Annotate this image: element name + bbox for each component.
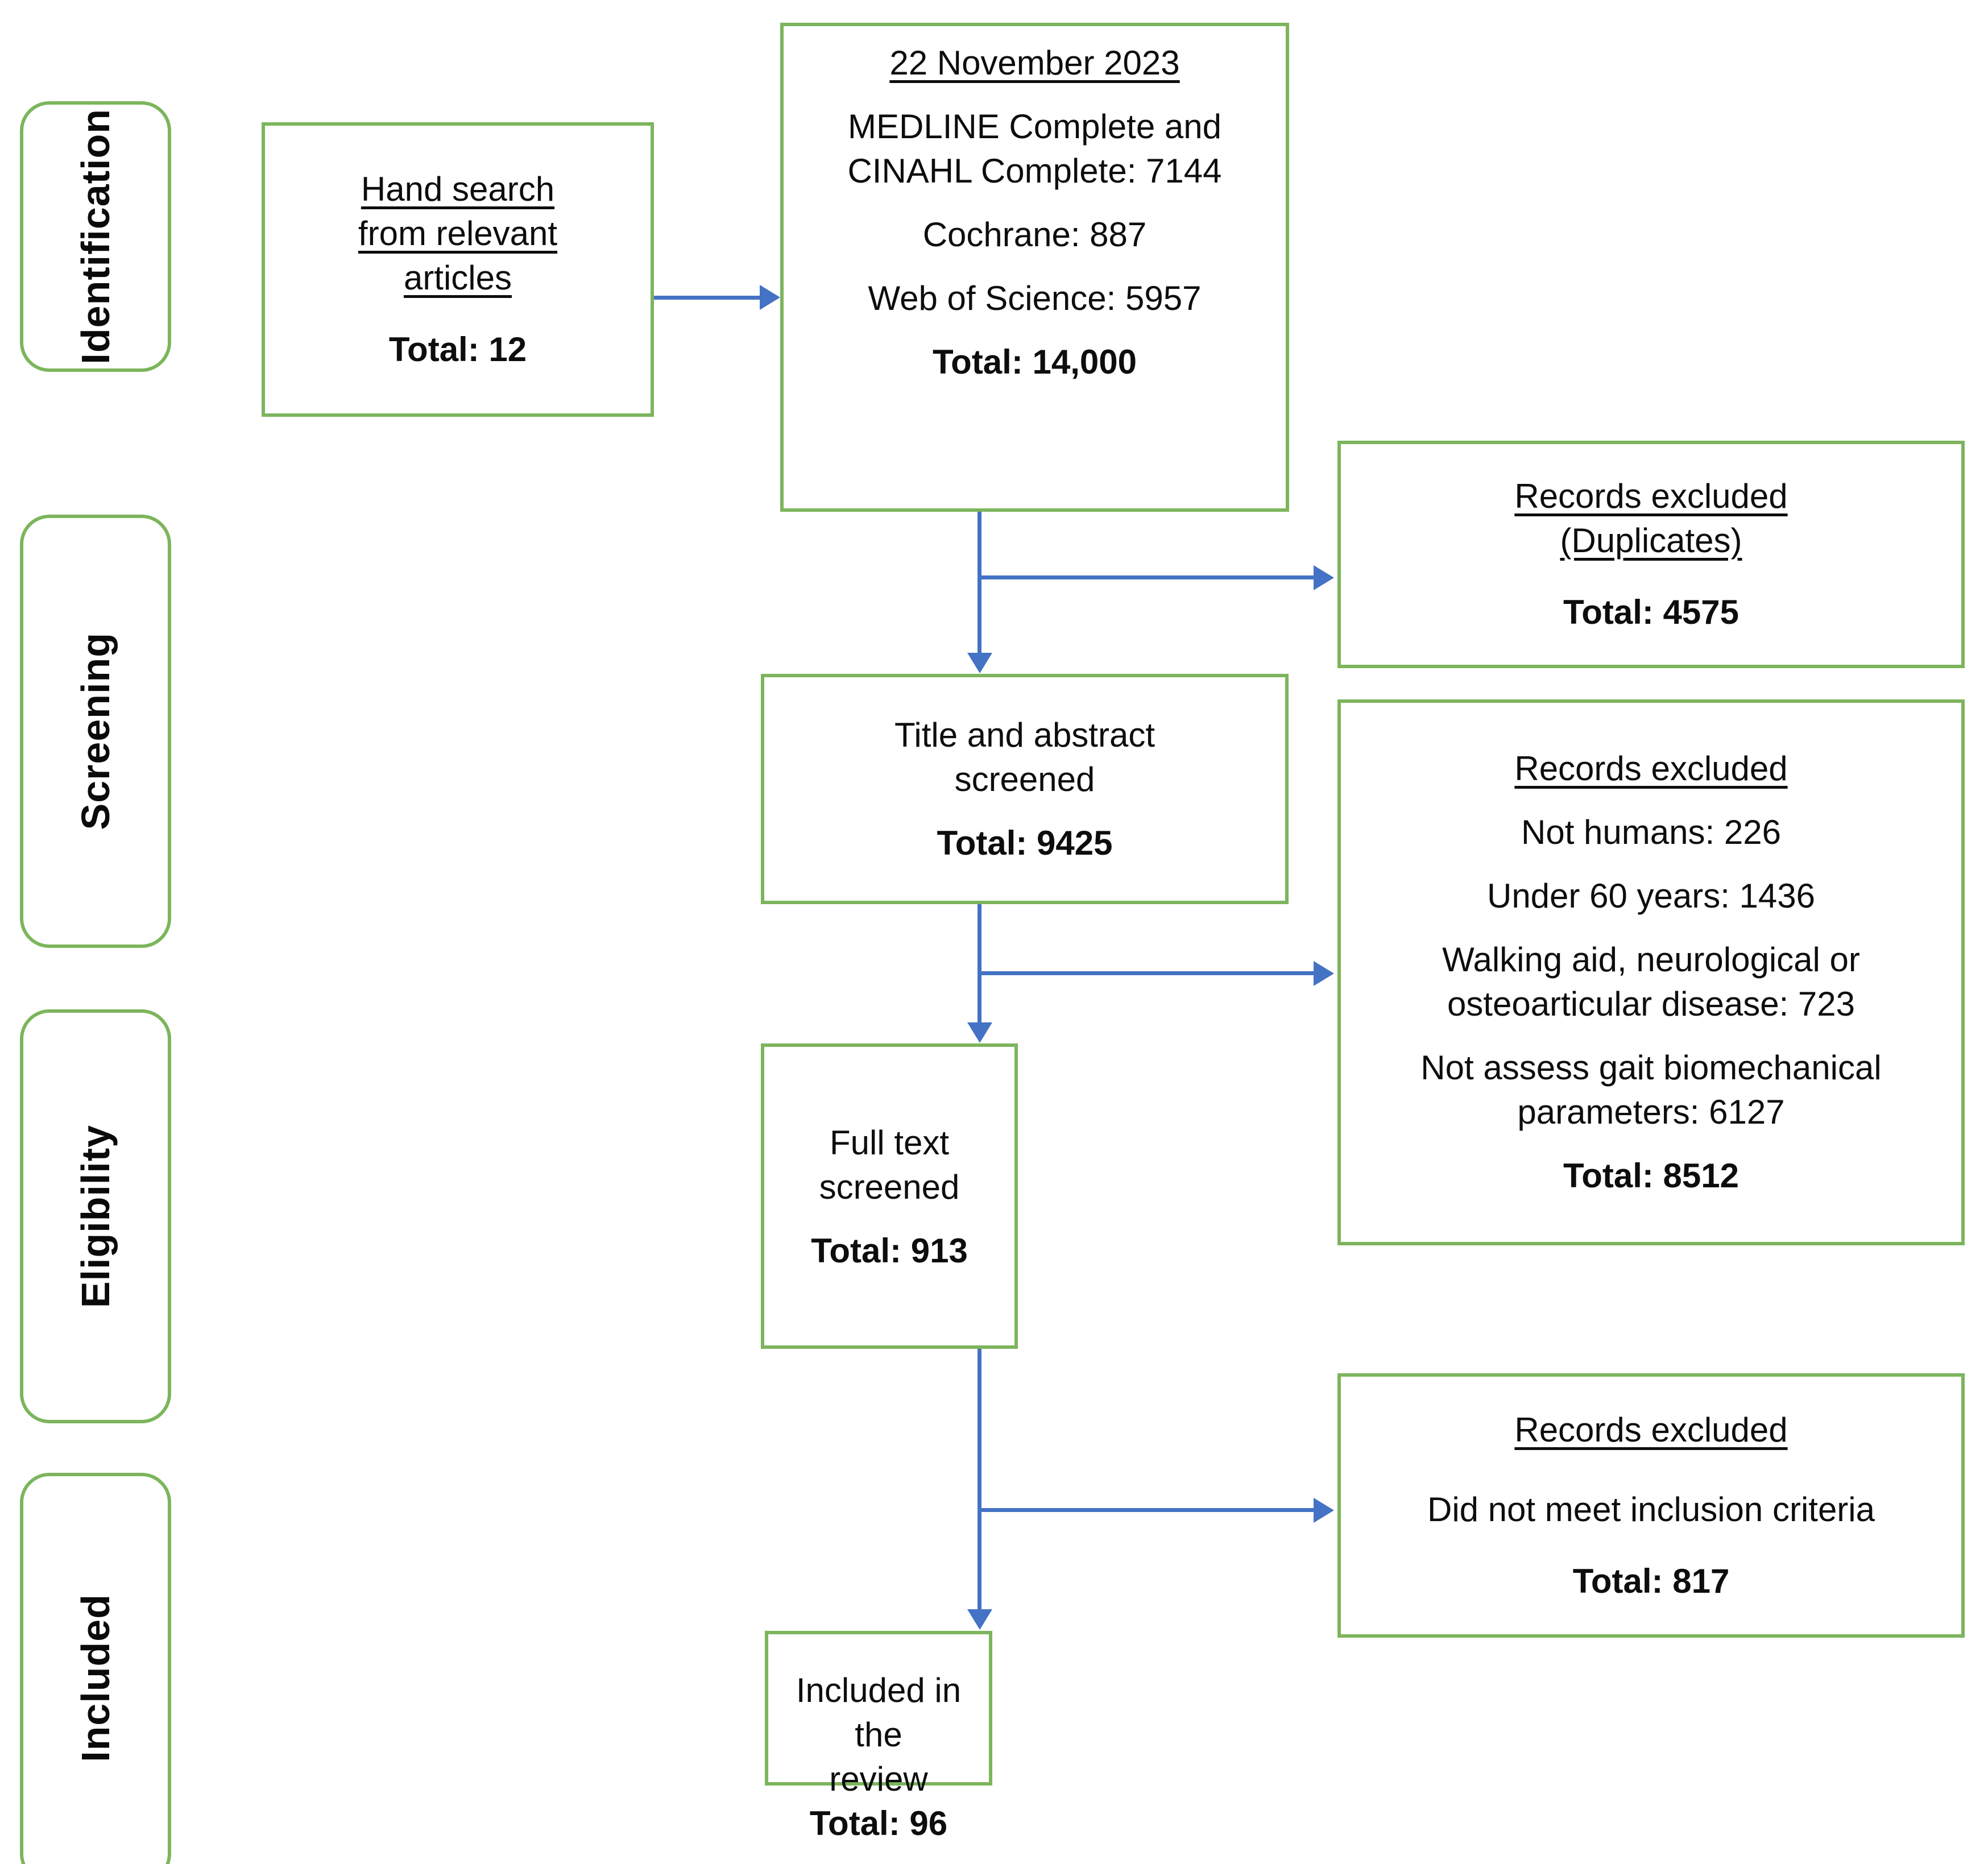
arrowhead-database-to-titleabstract bbox=[967, 653, 992, 673]
records-excluded-reason-3: Walking aid, neurological or osteoarticu… bbox=[1442, 941, 1860, 1023]
title-abstract-total: Total: 9425 bbox=[937, 823, 1113, 862]
connector-handsearch-to-database bbox=[654, 296, 762, 300]
stage-label-included: Included bbox=[73, 1594, 118, 1762]
records-excluded-reason-1: Not humans: 226 bbox=[1521, 813, 1781, 851]
duplicates-excluded-total: Total: 4575 bbox=[1563, 593, 1739, 631]
arrowhead-titleabstract-to-fulltext bbox=[967, 1022, 992, 1043]
records-excluded-reason-4: Not assess gait biomechanical parameters… bbox=[1420, 1049, 1882, 1131]
connector-fulltext-trunk bbox=[978, 1349, 981, 1610]
connector-titleabstract-to-excluded bbox=[979, 971, 1315, 975]
stage-label-screening: Screening bbox=[73, 632, 118, 830]
database-search-total: Total: 14,000 bbox=[932, 343, 1137, 381]
connector-titleabstract-trunk bbox=[978, 904, 981, 1024]
full-text-total: Total: 913 bbox=[811, 1232, 968, 1270]
connector-database-to-duplicates bbox=[979, 575, 1315, 579]
database-search-heading: 22 November 2023 bbox=[889, 44, 1180, 82]
duplicates-excluded-heading: Records excluded (Duplicates) bbox=[1514, 477, 1788, 560]
title-abstract-label: Title and abstract screened bbox=[894, 715, 1155, 798]
arrowhead-database-to-duplicates bbox=[1314, 565, 1334, 590]
inclusion-excluded-total: Total: 817 bbox=[1572, 1561, 1730, 1600]
stage-pill-eligibility: Eligibility bbox=[20, 1009, 171, 1423]
box-records-excluded-reasons: Records excluded Not humans: 226 Under 6… bbox=[1337, 699, 1965, 1245]
database-search-line-1: MEDLINE Complete and CINAHL Complete: 71… bbox=[847, 107, 1222, 190]
box-hand-search: Hand search from relevant articles Total… bbox=[262, 122, 654, 417]
box-title-abstract-screened: Title and abstract screened Total: 9425 bbox=[761, 674, 1289, 904]
arrowhead-handsearch-to-database bbox=[760, 285, 780, 310]
arrowhead-fulltext-to-excluded bbox=[1314, 1498, 1334, 1523]
inclusion-excluded-reason: Did not meet inclusion criteria bbox=[1427, 1490, 1875, 1529]
stage-label-identification: Identification bbox=[73, 109, 118, 364]
hand-search-total: Total: 12 bbox=[388, 330, 527, 368]
arrowhead-titleabstract-to-excluded bbox=[1314, 961, 1334, 986]
box-full-text-screened: Full text screened Total: 913 bbox=[761, 1043, 1018, 1349]
records-excluded-total: Total: 8512 bbox=[1563, 1157, 1739, 1195]
box-duplicates-excluded: Records excluded (Duplicates) Total: 457… bbox=[1337, 441, 1965, 668]
box-inclusion-criteria-excluded: Records excluded Did not meet inclusion … bbox=[1337, 1373, 1965, 1638]
stage-pill-included: Included bbox=[20, 1473, 171, 1864]
stage-label-eligibility: Eligibility bbox=[73, 1124, 118, 1308]
included-label: Included in the review bbox=[796, 1671, 962, 1798]
connector-fulltext-to-excluded bbox=[979, 1508, 1315, 1512]
included-total: Total: 96 bbox=[809, 1804, 948, 1842]
database-search-line-2: Cochrane: 887 bbox=[922, 216, 1147, 254]
database-search-line-3: Web of Science: 5957 bbox=[868, 279, 1202, 317]
hand-search-heading: Hand search from relevant articles bbox=[358, 170, 558, 297]
stage-pill-screening: Screening bbox=[20, 515, 171, 948]
records-excluded-heading: Records excluded bbox=[1514, 749, 1788, 788]
box-database-search: 22 November 2023 MEDLINE Complete and CI… bbox=[780, 23, 1289, 512]
arrowhead-fulltext-to-included bbox=[967, 1609, 992, 1630]
stage-pill-identification: Identification bbox=[20, 101, 171, 372]
full-text-label: Full text screened bbox=[819, 1124, 960, 1206]
inclusion-excluded-heading: Records excluded bbox=[1514, 1410, 1788, 1449]
connector-database-trunk bbox=[978, 512, 981, 654]
box-included-in-review: Included in the review Total: 96 bbox=[765, 1631, 992, 1842]
records-excluded-reason-2: Under 60 years: 1436 bbox=[1486, 877, 1816, 915]
